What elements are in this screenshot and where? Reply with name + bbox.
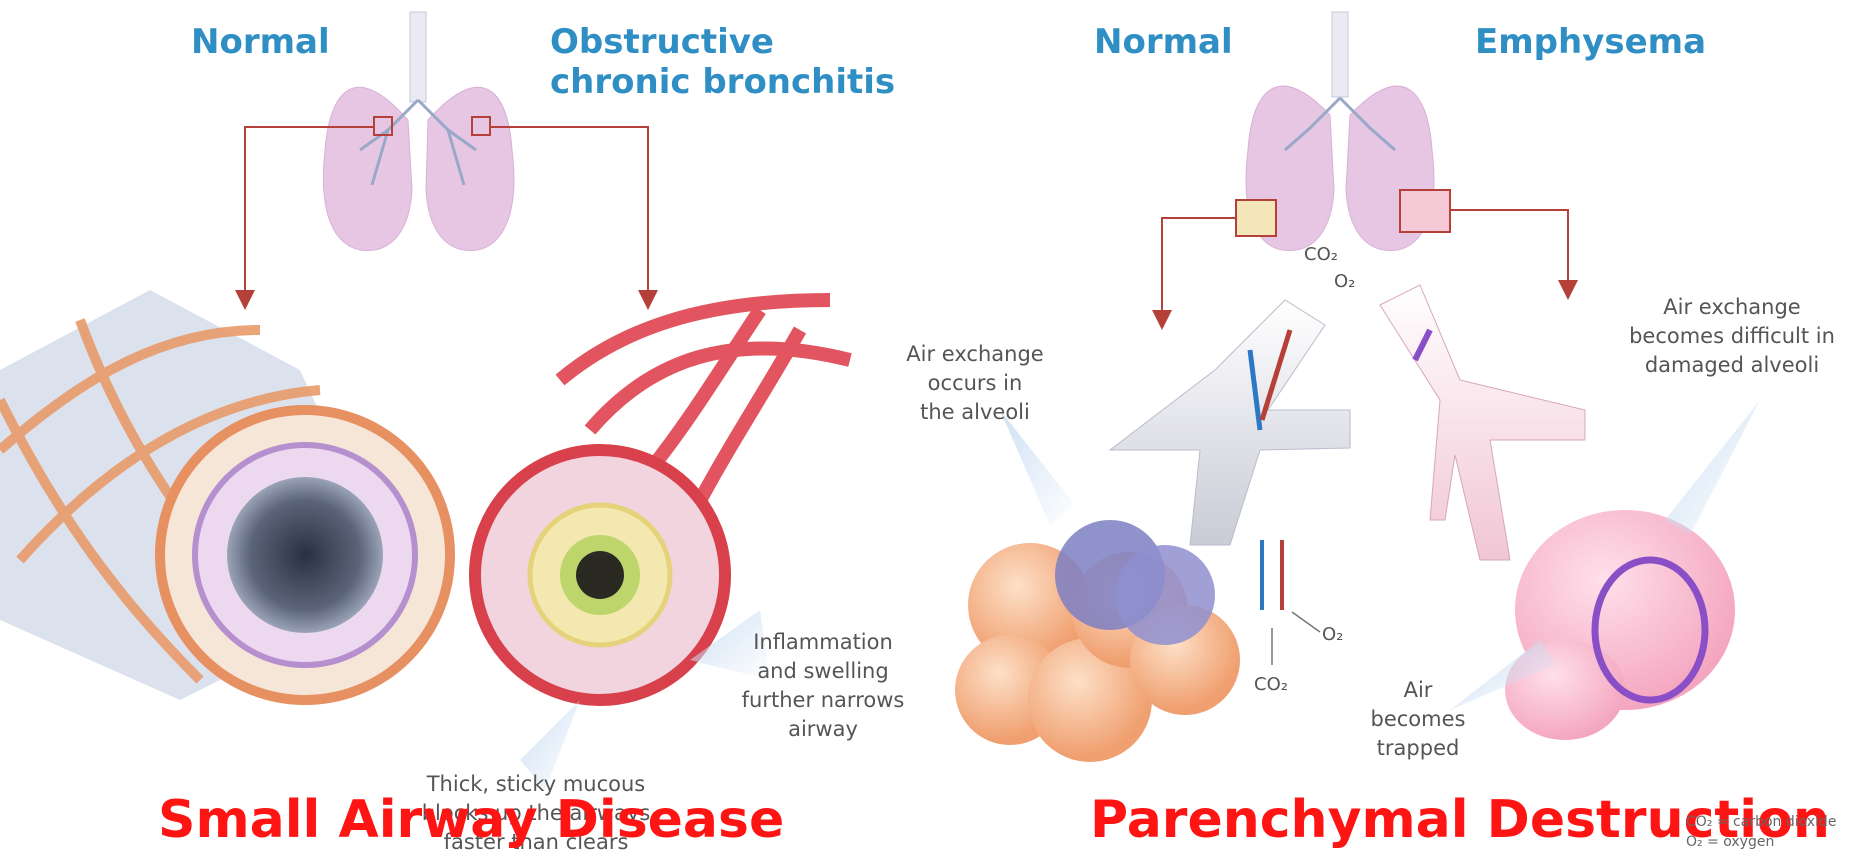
small-airway-caption: Small Airway Disease	[158, 790, 784, 850]
co2-top-label: CO₂	[1304, 240, 1338, 269]
right-lungs	[1236, 12, 1450, 251]
alveoli-note: Air exchange occurs in the alveoli	[885, 340, 1065, 427]
bronchitis-label: Obstructive chronic bronchitis	[550, 22, 895, 102]
left-lungs	[323, 12, 514, 251]
normal-label-left: Normal	[191, 22, 330, 62]
normal-label-right: Normal	[1094, 22, 1233, 62]
o2-side-label: O₂	[1322, 620, 1343, 649]
trapped-note: Air becomes trapped	[1358, 676, 1478, 763]
gas-leaders	[1272, 612, 1320, 665]
damaged-note: Air exchange becomes difficult in damage…	[1600, 293, 1864, 380]
normal-airway	[0, 290, 450, 700]
key-co2: CO₂ = carbon dioxide	[1686, 814, 1836, 831]
co2-side-label: CO₂	[1254, 670, 1288, 699]
emphysema-label: Emphysema	[1475, 22, 1706, 62]
inflammation-note: Inflammation and swelling further narrow…	[728, 628, 918, 744]
o2-top-label: O₂	[1334, 267, 1355, 296]
damaged-pointer	[1665, 400, 1760, 535]
key-o2: O₂ = oxygen	[1686, 834, 1774, 851]
alveoli-pointer	[1000, 410, 1075, 525]
